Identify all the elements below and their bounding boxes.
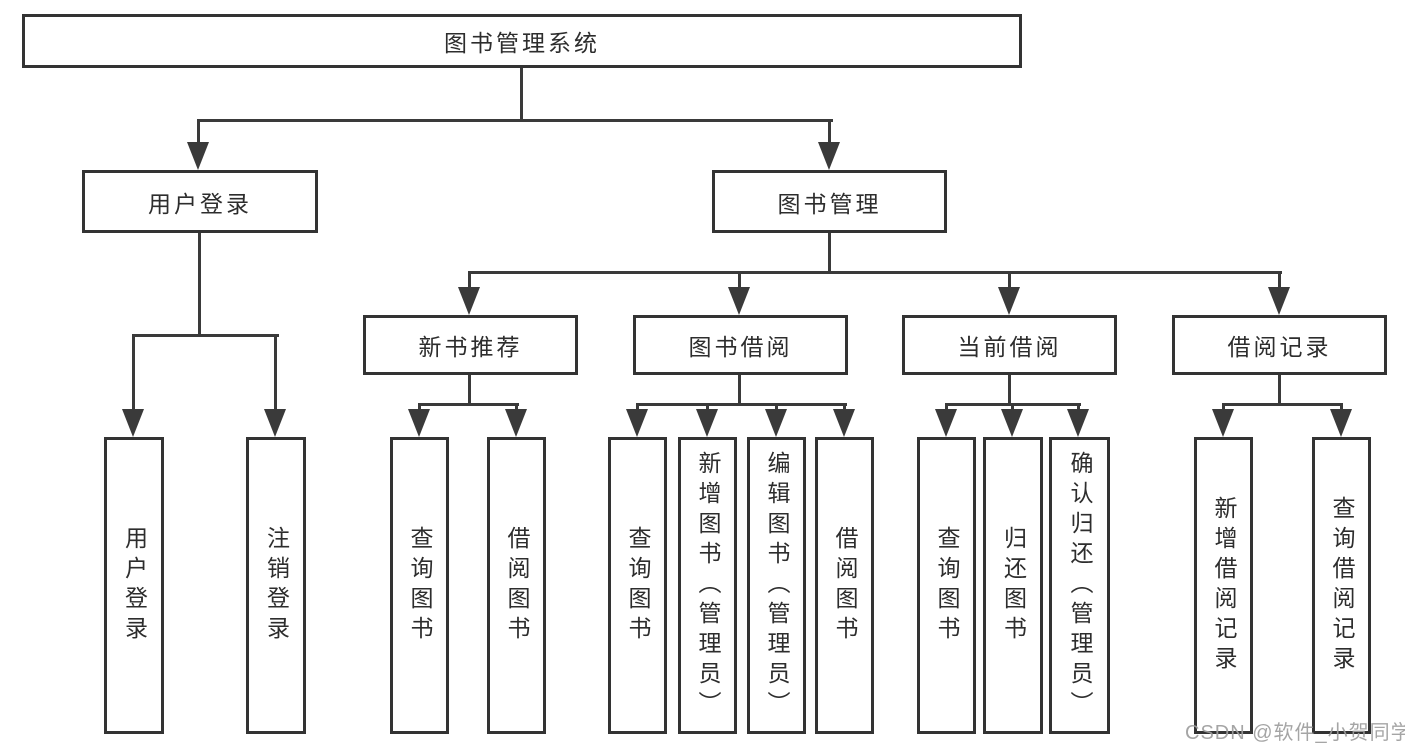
arrow-down-icon	[1001, 409, 1023, 437]
node-label: 用户登录	[148, 190, 252, 217]
leaf-return-book: 归还图书	[983, 437, 1043, 734]
node-borrow-records: 借阅记录	[1172, 315, 1387, 375]
arrow-down-icon	[408, 409, 430, 437]
connector-root-stem	[520, 68, 523, 120]
arrow-down-icon	[1212, 409, 1234, 437]
leaf-user-login: 用户登录	[104, 437, 164, 734]
connector-stem	[1008, 375, 1011, 406]
arrow-down-icon	[458, 287, 480, 315]
node-book-borrow: 图书借阅	[633, 315, 848, 375]
arrow-down-icon	[998, 287, 1020, 315]
node-root: 图书管理系统	[22, 14, 1022, 68]
node-current-borrow: 当前借阅	[902, 315, 1117, 375]
connector-group-rail	[418, 403, 519, 406]
arrow-down-icon	[505, 409, 527, 437]
connector-drop-line	[828, 122, 831, 146]
leaf-borrow-books-2: 借阅图书	[815, 437, 874, 734]
connector-drop-line	[1278, 274, 1281, 290]
leaf-borrow-books-1: 借阅图书	[487, 437, 546, 734]
node-new-book-recommend: 新书推荐	[363, 315, 578, 375]
connector-drop-line	[274, 337, 277, 411]
arrow-down-icon	[728, 287, 750, 315]
leaf-label: 借阅图书	[504, 525, 530, 646]
connector-level1-rail	[197, 119, 833, 122]
connector-user-login-rail	[132, 334, 279, 337]
leaf-confirm-return-admin: 确认归还（管理员）	[1049, 437, 1110, 734]
arrow-down-icon	[1067, 409, 1089, 437]
leaf-label: 归还图书	[1000, 525, 1027, 646]
arrow-down-icon	[264, 409, 286, 437]
arrow-down-icon	[187, 142, 209, 170]
leaf-label: 用户登录	[121, 525, 148, 646]
connector-drop-line	[197, 122, 200, 146]
leaf-query-books-1: 查询图书	[390, 437, 449, 734]
arrow-down-icon	[818, 142, 840, 170]
connector-drop-line	[738, 274, 741, 290]
node-label: 当前借阅	[957, 334, 1062, 360]
arrow-down-icon	[122, 409, 144, 437]
leaf-label: 查询图书	[625, 525, 651, 646]
leaf-label: 确认归还（管理员）	[1067, 450, 1093, 721]
leaf-label: 新增图书（管理员）	[695, 450, 721, 721]
connector-stem	[738, 375, 741, 406]
node-label: 图书借阅	[688, 334, 793, 360]
leaf-label: 查询图书	[407, 525, 433, 646]
node-book-management: 图书管理	[712, 170, 947, 233]
arrow-down-icon	[765, 409, 787, 437]
node-label: 借阅记录	[1227, 334, 1332, 360]
leaf-query-books-3: 查询图书	[917, 437, 976, 734]
leaf-query-books-2: 查询图书	[608, 437, 667, 734]
node-root-label: 图书管理系统	[444, 30, 600, 56]
leaf-label: 编辑图书（管理员）	[764, 450, 790, 721]
arrow-down-icon	[1330, 409, 1352, 437]
connector-group-rail	[1222, 403, 1343, 406]
connector-drop-line	[132, 337, 135, 411]
connector-group-rail	[636, 403, 847, 406]
leaf-label: 借阅图书	[832, 525, 858, 646]
connector-book-mgmt-stem	[828, 233, 831, 272]
leaf-label: 注销登录	[263, 525, 290, 646]
connector-stem	[1278, 375, 1281, 406]
leaf-label: 查询借阅记录	[1329, 495, 1355, 676]
leaf-label: 查询图书	[934, 525, 960, 646]
connector-drop-line	[1008, 274, 1011, 290]
csdn-watermark: CSDN @软件_小贺同学	[1185, 722, 1405, 744]
leaf-edit-book-admin: 编辑图书（管理员）	[747, 437, 806, 734]
leaf-query-borrow-record: 查询借阅记录	[1312, 437, 1371, 734]
arrow-down-icon	[935, 409, 957, 437]
arrow-down-icon	[1268, 287, 1290, 315]
leaf-logout: 注销登录	[246, 437, 306, 734]
node-user-login: 用户登录	[82, 170, 318, 233]
arrow-down-icon	[833, 409, 855, 437]
leaf-add-borrow-record: 新增借阅记录	[1194, 437, 1253, 734]
connector-group-rail	[945, 403, 1081, 406]
arrow-down-icon	[696, 409, 718, 437]
connector-stem	[468, 375, 471, 406]
leaf-add-book-admin: 新增图书（管理员）	[678, 437, 737, 734]
connector-level3-rail	[468, 271, 1282, 274]
arrow-down-icon	[626, 409, 648, 437]
connector-user-login-stem	[198, 233, 201, 336]
leaf-label: 新增借阅记录	[1211, 495, 1237, 676]
node-label: 新书推荐	[418, 334, 523, 360]
connector-drop-line	[468, 274, 471, 290]
node-label: 图书管理	[777, 190, 882, 217]
